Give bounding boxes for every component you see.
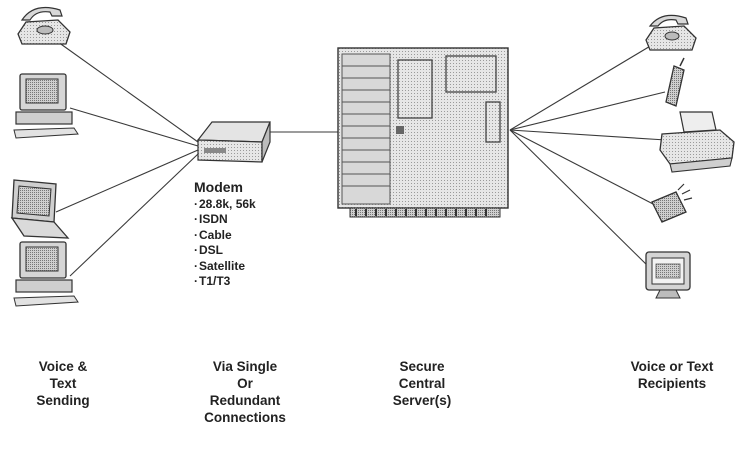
line-desktop2-to-modem [69, 153, 199, 277]
desktop-computer-icon [13, 73, 79, 139]
modem-details: Modem 28.8k, 56k ISDN Cable DSL Satellit… [194, 179, 256, 290]
modem-option: Cable [194, 228, 256, 244]
line-server-to-phone [509, 44, 653, 131]
fax-machine-icon [659, 111, 735, 173]
sender-connection-lines [55, 41, 199, 277]
desktop-computer-icon [13, 241, 79, 307]
modem-option: 28.8k, 56k [194, 197, 256, 213]
modem-option: Satellite [194, 259, 256, 275]
telephone-icon [645, 14, 697, 51]
line-server-to-monitor [509, 129, 653, 271]
line-server-to-pager [509, 129, 656, 206]
caption-connections: Via Single Or Redundant Connections [204, 359, 286, 425]
modem-option: T1/T3 [194, 274, 256, 290]
line-server-to-cellphone [509, 91, 666, 131]
caption-recipients: Voice or Text Recipients [630, 359, 714, 391]
computer-monitor-icon [645, 251, 691, 299]
line-phone-to-modem [57, 41, 199, 143]
telephone-icon [17, 7, 71, 45]
laptop-icon [10, 179, 70, 239]
line-laptop-to-modem [55, 149, 199, 213]
modem-options-list: 28.8k, 56k ISDN Cable DSL Satellite T1/T… [194, 197, 256, 290]
modem-title: Modem [194, 179, 243, 195]
line-desktop1-to-modem [69, 107, 199, 147]
modem-option: ISDN [194, 212, 256, 228]
cell-phone-icon [665, 57, 685, 107]
recipient-connection-lines [509, 44, 667, 271]
caption-senders: Voice & Text Sending [36, 359, 90, 408]
modem-option: DSL [194, 243, 256, 259]
caption-server: Secure Central Server(s) [392, 359, 452, 408]
modem-icon [196, 121, 271, 163]
pager-icon [651, 183, 693, 223]
line-server-to-fax [509, 129, 667, 141]
server-rack-icon [337, 47, 509, 218]
